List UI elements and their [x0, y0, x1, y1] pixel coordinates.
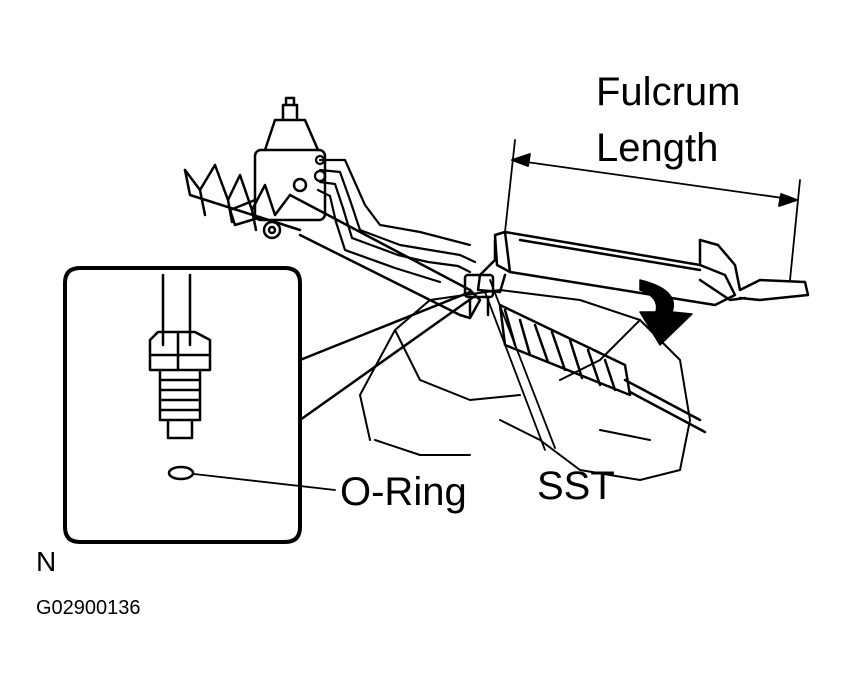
rack-housing: [288, 193, 482, 320]
o-ring-label: O-Ring: [340, 470, 467, 514]
inset-callout-lines: [298, 290, 474, 422]
detail-inset-box: [63, 266, 302, 544]
fulcrum-label-line2: Length: [596, 126, 719, 170]
fulcrum-length-dimension: [504, 139, 801, 281]
view-marker-label: N: [36, 546, 57, 577]
right-rack-boot: [498, 303, 707, 434]
figure-code-label: G02900136: [36, 597, 141, 619]
gear-valve-housing: [228, 96, 327, 240]
fitting-detail: [148, 273, 212, 440]
o-ring-leader-line: [193, 473, 336, 491]
sst-label: SST: [537, 464, 615, 508]
rotation-arrow: [639, 279, 693, 346]
sst-leader-line: [484, 279, 556, 451]
fluid-lines: [313, 154, 477, 284]
o-ring-shape: [167, 465, 195, 481]
sst-wrench: [476, 230, 810, 307]
fulcrum-label-line1: Fulcrum: [596, 70, 741, 114]
background-housing: [359, 289, 691, 481]
